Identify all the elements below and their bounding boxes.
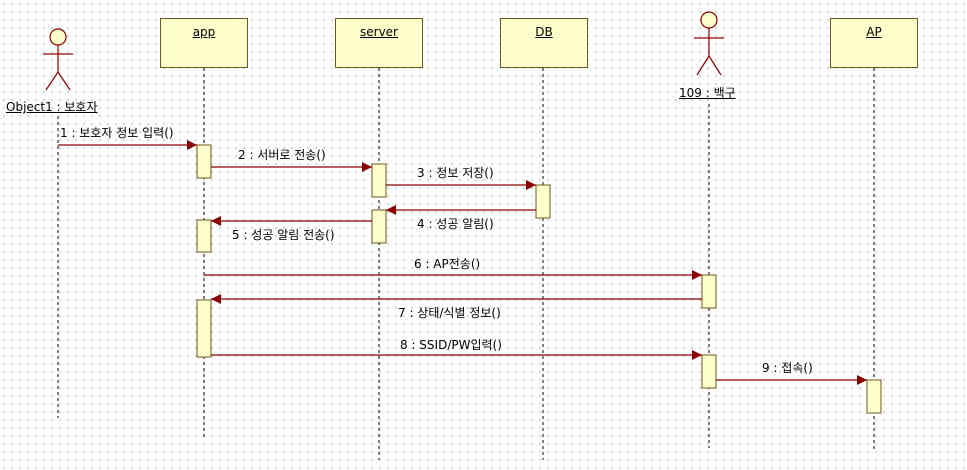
activation-bar-baekgu-1[interactable]	[701, 274, 717, 309]
object-app[interactable]: app	[160, 18, 248, 68]
activation-bar-baekgu-2[interactable]	[701, 354, 717, 389]
object-db[interactable]: DB	[500, 18, 588, 68]
activation-bar-db[interactable]	[535, 184, 551, 219]
object-server[interactable]: server	[335, 18, 423, 68]
activation-bar-app-1[interactable]	[196, 144, 212, 179]
actor-baekgu-label: 109 : 백구	[679, 86, 736, 100]
message-label-5: 5 : 성공 알림 전송()	[232, 228, 335, 242]
object-server-label: server	[360, 25, 398, 39]
message-label-4: 4 : 성공 알림()	[417, 217, 494, 231]
message-label-9: 9 : 접속()	[762, 361, 813, 375]
activation-bar-app-3[interactable]	[196, 299, 212, 358]
object-ap[interactable]: AP	[830, 18, 918, 68]
activation-bar-ap[interactable]	[866, 379, 882, 414]
activation-bar-app-2[interactable]	[196, 219, 212, 253]
activation-bar-server-1[interactable]	[371, 163, 387, 198]
object-app-label: app	[192, 25, 216, 39]
message-label-7: 7 : 상태/식별 정보()	[398, 306, 501, 320]
actor-baekgu-icon[interactable]	[694, 11, 724, 76]
object-db-label: DB	[535, 25, 553, 39]
actor-guardian-label: Object1 : 보호자	[6, 100, 98, 114]
object-ap-label: AP	[866, 25, 882, 39]
message-label-3: 3 : 정보 저장()	[417, 166, 494, 180]
message-label-1: 1 : 보호자 정보 입력()	[60, 126, 174, 140]
actor-guardian-icon[interactable]	[43, 28, 73, 91]
message-label-2: 2 : 서버로 전송()	[238, 148, 326, 162]
message-label-6: 6 : AP전송()	[414, 257, 481, 271]
activation-bar-server-2[interactable]	[371, 209, 387, 244]
message-label-8: 8 : SSID/PW입력()	[400, 338, 502, 352]
